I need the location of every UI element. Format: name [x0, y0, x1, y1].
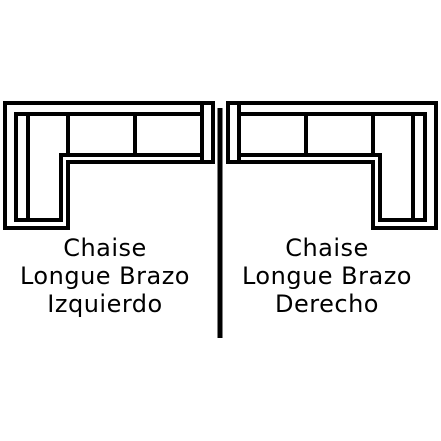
- left-sofa-inner-outline: [14, 112, 204, 222]
- right-caption-line-3: Derecho: [275, 290, 379, 318]
- right-chaise-sofa: [226, 101, 438, 230]
- left-sofa-outer-outline: [3, 101, 215, 230]
- right-caption-line-2: Longue Brazo: [241, 262, 412, 290]
- right-caption-line-1: Chaise: [285, 234, 369, 262]
- right-option-caption: Chaise Longue Brazo Derecho: [222, 234, 432, 318]
- left-caption-line-1: Chaise: [63, 234, 147, 262]
- left-chaise-sofa: [3, 101, 215, 230]
- right-sofa-outer-outline: [226, 101, 438, 230]
- left-caption-line-2: Longue Brazo: [19, 262, 190, 290]
- left-option-caption: Chaise Longue Brazo Izquierdo: [0, 234, 210, 318]
- right-sofa-inner-outline: [237, 112, 427, 222]
- left-caption-line-3: Izquierdo: [47, 290, 163, 318]
